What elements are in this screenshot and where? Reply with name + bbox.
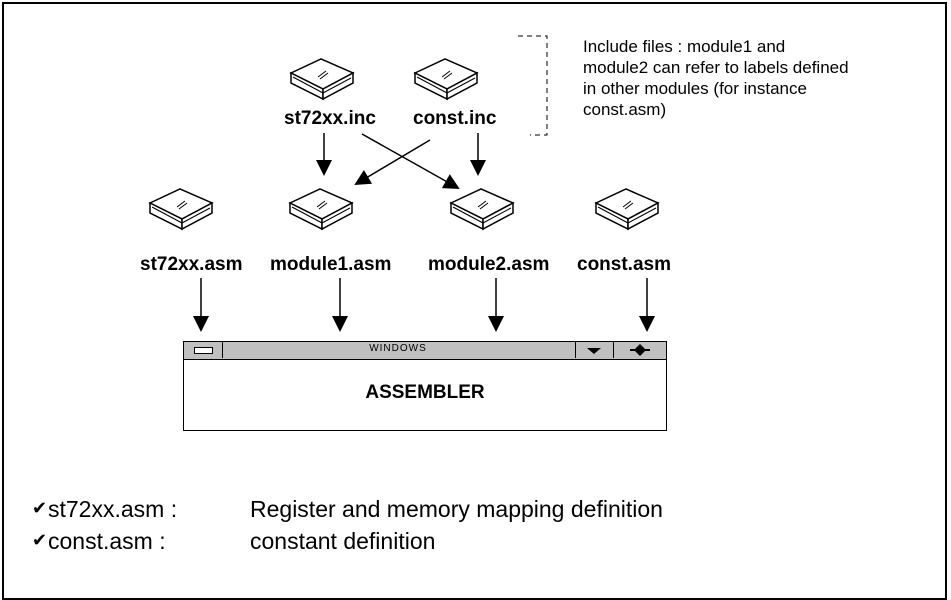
file-book-icon — [149, 188, 213, 230]
window-body-label: ASSEMBLER — [365, 382, 485, 403]
note-line: const.asm) — [583, 100, 667, 119]
window-title: WINDOWS — [369, 343, 427, 354]
legend-term: const.asm : — [48, 528, 166, 554]
file-label-module1-asm: module1.asm — [270, 254, 392, 275]
minimize-button[interactable] — [575, 342, 612, 358]
diamond-icon — [630, 344, 650, 356]
window-title-bar: WINDOWS — [184, 342, 666, 360]
include-note: Include files : module1 and module2 can … — [583, 36, 849, 120]
file-book-icon — [595, 188, 659, 230]
triangle-down-icon — [587, 348, 601, 354]
note-line: in other modules (for instance — [583, 79, 807, 98]
arrow-icon — [361, 133, 460, 189]
file-label-module2-asm: module2.asm — [428, 254, 550, 275]
file-book-icon — [414, 58, 478, 100]
legend-term: st72xx.asm : — [48, 496, 178, 522]
legend-item: ✔ const.asm : constant definition — [32, 528, 435, 555]
checkmark-icon: ✔ — [32, 498, 48, 518]
menu-bar-icon — [194, 347, 213, 354]
file-label-st72xx-inc: st72xx.inc — [284, 108, 376, 129]
checkmark-icon: ✔ — [32, 530, 48, 550]
note-line: module2 can refer to labels defined — [583, 58, 849, 77]
legend-definition: constant definition — [250, 528, 436, 554]
window-menu-button[interactable] — [184, 342, 223, 358]
legend-item: ✔ st72xx.asm : Register and memory mappi… — [32, 496, 663, 523]
file-label-const-inc: const.inc — [413, 108, 497, 129]
file-label-st72xx-asm: st72xx.asm — [140, 254, 243, 275]
dashed-bracket-icon — [518, 35, 548, 136]
note-line: Include files : module1 and — [583, 37, 786, 56]
assembler-window: WINDOWS ASSEMBLER — [183, 341, 667, 431]
restore-button[interactable] — [613, 342, 666, 358]
arrow-icon — [354, 139, 431, 186]
legend-definition: Register and memory mapping definition — [250, 496, 663, 522]
file-book-icon — [450, 188, 514, 230]
file-book-icon — [290, 58, 354, 100]
file-book-icon — [289, 188, 353, 230]
file-label-const-asm: const.asm — [577, 254, 671, 275]
